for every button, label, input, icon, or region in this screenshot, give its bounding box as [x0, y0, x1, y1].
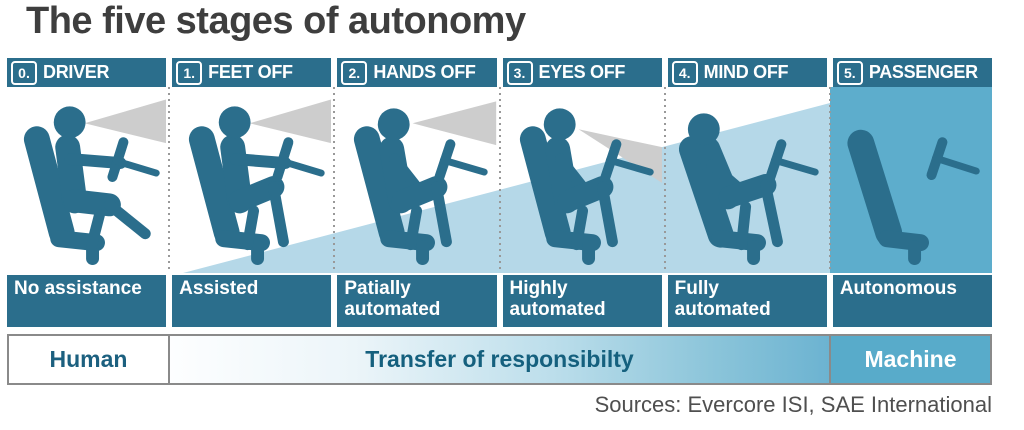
responsibility-band: Human Transfer of responsibilty Machine	[7, 334, 992, 385]
label-line: automated	[674, 298, 771, 320]
figure-cell-passenger	[833, 87, 992, 273]
column-divider-dotted-lines	[168, 87, 831, 273]
machine-box: Machine	[829, 334, 992, 385]
sources-caption: Sources: Evercore ISI, SAE International	[594, 392, 992, 417]
label-line: No assistance	[14, 278, 142, 299]
gaze-cone	[249, 99, 332, 144]
head	[53, 106, 86, 139]
head	[218, 106, 251, 139]
stage-number-badge: 1.	[176, 60, 203, 85]
stage-header-passenger: 5. PASSENGER	[832, 58, 992, 87]
mind-off-figure-icon	[678, 113, 819, 266]
empty-seat-icon	[847, 129, 980, 266]
driver-figure-icon	[23, 99, 167, 266]
eyes-off-figure-icon	[519, 108, 662, 266]
figure-cell-driver	[7, 87, 167, 273]
figure-cell-hands-off	[337, 87, 497, 273]
label-line: Fully	[674, 278, 719, 299]
stage-number-badge: 5.	[836, 60, 863, 85]
seat-and-body	[519, 126, 654, 266]
stage-header-eyes-off: 3. EYES OFF	[502, 58, 662, 87]
stage-header-driver: 0. DRIVER	[7, 58, 167, 87]
head	[687, 113, 720, 146]
figure-cell-mind-off	[668, 87, 827, 273]
responsibility-ramp	[183, 103, 830, 273]
label-line: automated	[344, 298, 441, 320]
seat-and-body	[189, 126, 325, 266]
figure-cell-eyes-off	[503, 87, 662, 273]
stage-header-row: 0. DRIVER 1. FEET OFF 2. HANDS OFF 3. EY…	[7, 58, 992, 87]
stage-name: FEET OFF	[208, 62, 293, 82]
stage-label-highly-automated: Highly automated	[502, 275, 662, 327]
seat-and-body	[678, 136, 819, 266]
gaze-cone	[412, 101, 497, 146]
label-line: Highly	[509, 278, 568, 299]
label-line: automated	[509, 298, 606, 320]
stage-number-badge: 0.	[11, 60, 37, 85]
figure-cell-feet-off	[172, 87, 332, 273]
page-title: The five stages of autonomy	[26, 0, 526, 42]
seat-and-body	[354, 126, 489, 266]
figure-grid	[7, 87, 992, 273]
stage-name: PASSENGER	[868, 62, 978, 82]
stage-header-mind-off: 4. MIND OFF	[667, 58, 827, 87]
stage-name: EYES OFF	[538, 62, 626, 82]
stage-label-assisted: Assisted	[172, 275, 332, 327]
transfer-of-responsibility-box: Transfer of responsibilty	[168, 334, 831, 385]
stage-header-hands-off: 2. HANDS OFF	[337, 58, 497, 87]
stage-name: HANDS OFF	[373, 62, 476, 82]
stage-label-no-assistance: No assistance	[7, 275, 167, 327]
human-box: Human	[7, 334, 170, 385]
stage-number-badge: 3.	[506, 60, 533, 85]
stage-number-badge: 2.	[341, 60, 368, 85]
stage-number-badge: 4.	[671, 60, 698, 85]
seat	[847, 129, 980, 266]
stage-label-row: No assistance Assisted Patially automate…	[7, 275, 992, 327]
gaze-cone	[84, 99, 167, 144]
stage-name: DRIVER	[43, 62, 110, 82]
head	[543, 108, 576, 141]
seat-and-body	[23, 126, 160, 266]
stage-label-autonomous: Autonomous	[832, 275, 992, 327]
head	[378, 108, 410, 141]
figure-strip	[7, 87, 992, 273]
stage-label-partially-automated: Patially automated	[337, 275, 497, 327]
label-line: Patially	[344, 278, 411, 299]
label-line: Autonomous	[839, 278, 957, 299]
hands-off-figure-icon	[354, 101, 497, 266]
stage-header-feet-off: 1. FEET OFF	[172, 58, 332, 87]
label-line: Assisted	[179, 278, 259, 299]
stage-label-fully-automated: Fully automated	[667, 275, 827, 327]
stage-name: MIND OFF	[703, 62, 789, 82]
feet-off-figure-icon	[189, 99, 332, 266]
